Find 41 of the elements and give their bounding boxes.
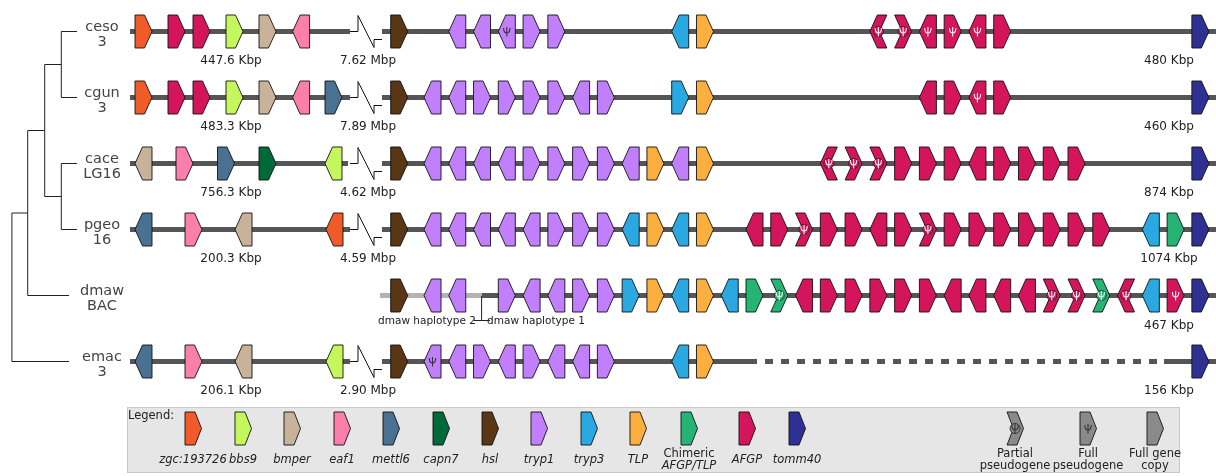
- span-length-label: 4.59 Mbp: [339, 251, 397, 265]
- species-label: pgeo 16: [83, 216, 121, 248]
- span-length-label: 206.1 Kbp: [200, 383, 262, 397]
- species-label: dmaw BAC: [79, 282, 125, 314]
- legend-label: Full pseudogene: [1051, 446, 1125, 472]
- legend-label: Chimeric AFGP/TLP: [660, 446, 718, 472]
- span-length-label: 7.62 Mbp: [339, 53, 397, 67]
- legend-label: TLP: [627, 452, 649, 466]
- legend-label: Partial pseudogene: [978, 446, 1052, 472]
- legend-label: zgc:193726: [159, 452, 227, 466]
- legend-label: eaf1: [329, 452, 355, 466]
- span-length-label: 467 Kbp: [1144, 318, 1194, 332]
- span-length-label: 483.3 Kbp: [200, 119, 262, 133]
- span-length-label: 874 Kbp: [1144, 185, 1194, 199]
- span-length-label: 447.6 Kbp: [200, 53, 262, 67]
- species-label: cgun 3: [84, 84, 120, 116]
- span-length-label: 7.89 Mbp: [339, 119, 397, 133]
- species-label: cace LG16: [83, 150, 121, 182]
- legend-label: AFGP: [731, 452, 763, 466]
- legend-label: tryp1: [523, 452, 555, 466]
- legend-label: Full gene copy: [1127, 446, 1183, 472]
- span-length-label: 156 Kbp: [1144, 383, 1194, 397]
- span-length-label: 2.90 Mbp: [339, 383, 397, 397]
- span-length-label: 4.62 Mbp: [339, 185, 397, 199]
- legend-label: tomm40: [772, 452, 822, 466]
- haplotype-label: dmaw haplotype 1: [487, 315, 585, 327]
- legend-heading: Legend:: [127, 408, 175, 422]
- species-label: ceso 3: [85, 18, 119, 50]
- span-length-label: 200.3 Kbp: [200, 251, 262, 265]
- haplotype-label: dmaw haplotype 2: [378, 315, 476, 327]
- legend-label: tryp3: [573, 452, 605, 466]
- span-length-label: 480 Kbp: [1144, 53, 1194, 67]
- legend-label: hsl: [481, 452, 499, 466]
- span-length-label: 460 Kbp: [1144, 119, 1194, 133]
- legend-label: capn7: [423, 452, 459, 466]
- legend-label: bbs9: [229, 452, 257, 466]
- span-length-label: 756.3 Kbp: [200, 185, 262, 199]
- species-label: emac 3: [82, 348, 122, 380]
- legend-label: mettl6: [372, 452, 410, 466]
- span-length-label: 1074 Kbp: [1140, 251, 1198, 265]
- legend-label: bmper: [273, 452, 311, 466]
